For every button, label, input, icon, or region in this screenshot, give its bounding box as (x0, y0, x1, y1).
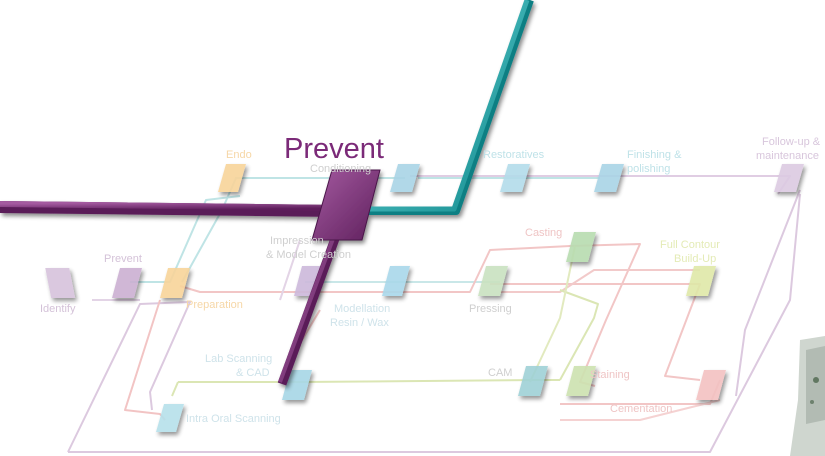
link-red-4 (500, 270, 700, 292)
diagram-title: Prevent (284, 133, 384, 165)
label-impression-1: Impression (270, 235, 324, 247)
purple-main-line-highlight (0, 204, 340, 208)
link-lime-3 (172, 382, 178, 396)
label-intra-oral: Intra Oral Scanning (186, 413, 281, 425)
node-prevent-small[interactable] (112, 268, 142, 298)
label-full-contour-2: Build-Up (674, 253, 716, 265)
node-casting[interactable] (566, 232, 596, 262)
node-preparation[interactable] (160, 268, 190, 298)
label-casting: Casting (525, 227, 562, 239)
label-identify: Identify (40, 303, 76, 315)
label-finishing-1: Finishing & (627, 149, 682, 161)
node-endo[interactable] (218, 164, 246, 192)
link-lime-1 (178, 380, 560, 382)
node-cementation[interactable] (696, 370, 726, 400)
label-followup-2: maintenance (756, 150, 819, 162)
label-pressing: Pressing (469, 303, 512, 315)
link-teal-endo (182, 178, 236, 282)
node-intra-oral[interactable] (156, 404, 184, 432)
link-red-3 (490, 284, 700, 380)
label-restoratives: Restoratives (483, 149, 545, 161)
label-lab-scanning-2: & CAD (236, 367, 270, 379)
label-cam: CAM (488, 367, 512, 379)
node-conditioning[interactable] (390, 164, 420, 192)
label-modellation-2: Resin / Wax (330, 317, 389, 329)
highlight-path (0, 0, 530, 384)
label-prevent-small: Prevent (104, 253, 142, 265)
label-preparation: Preparation (186, 299, 243, 311)
label-impression-2: & Model Creation (266, 249, 351, 261)
prevent-node[interactable] (312, 170, 380, 240)
label-full-contour-1: Full Contour (660, 239, 720, 251)
label-staining: Staining (590, 369, 630, 381)
label-cementation: Cementation (610, 403, 672, 415)
device-image (790, 336, 825, 456)
node-finishing[interactable] (594, 164, 624, 192)
label-lab-scanning-1: Lab Scanning (205, 353, 272, 365)
node-restoratives[interactable] (500, 164, 530, 192)
label-modellation-1: Modellation (334, 303, 390, 315)
link-red-1 (125, 300, 165, 420)
label-finishing-2: polishing (627, 163, 670, 175)
label-endo: Endo (226, 149, 252, 161)
node-identify[interactable] (43, 268, 77, 298)
node-cam[interactable] (518, 366, 548, 396)
label-followup-1: Follow-up & (762, 136, 821, 148)
node-followup[interactable] (774, 164, 804, 192)
link-lime-4 (530, 246, 575, 382)
